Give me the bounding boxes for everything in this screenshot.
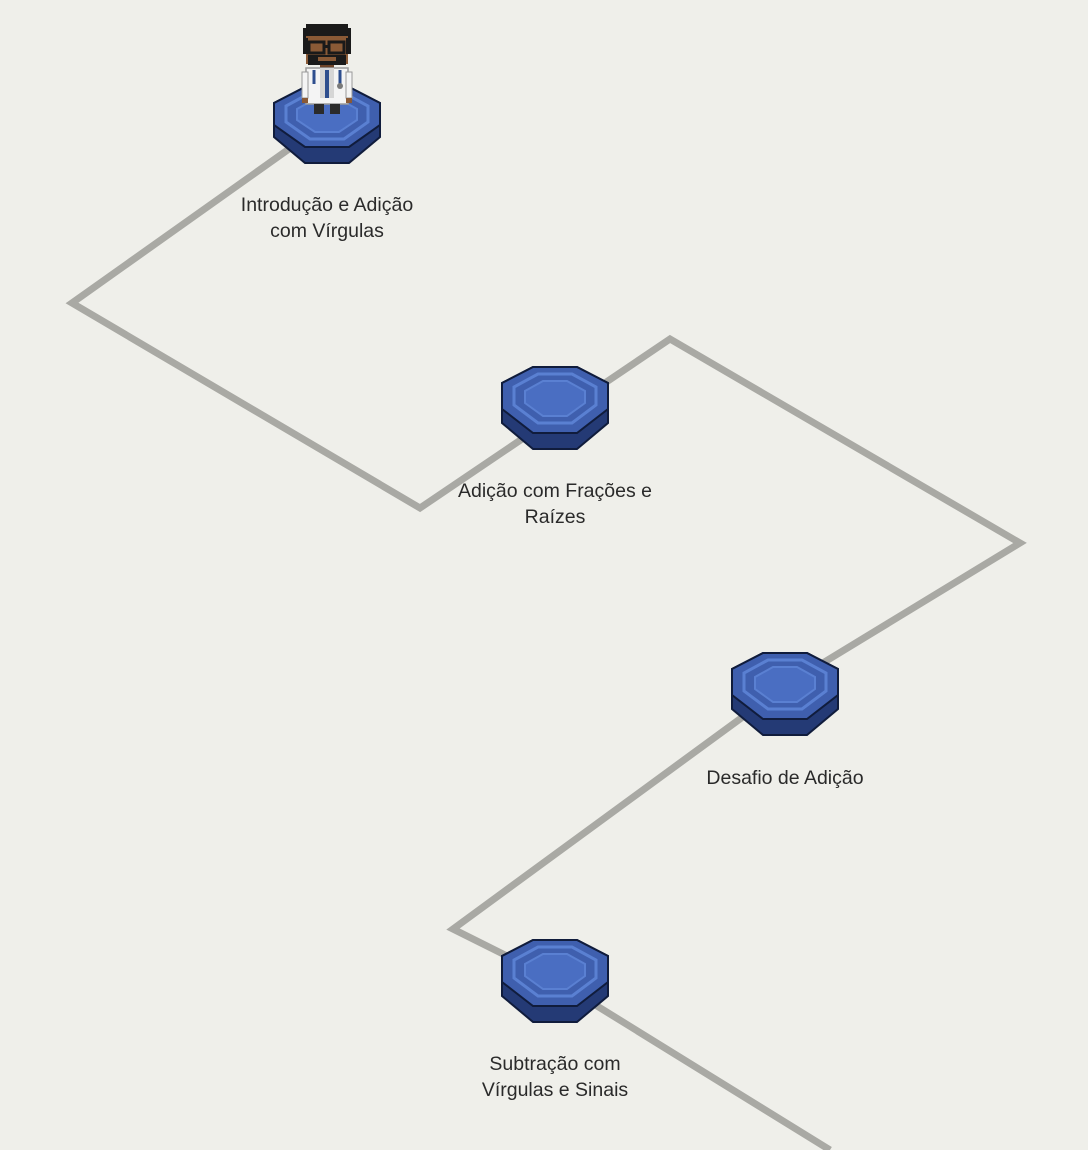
lesson-node-4[interactable]: [501, 939, 609, 1023]
lesson-platform-icon: [501, 366, 609, 450]
lesson-platform-icon: [731, 652, 839, 736]
lesson-node-2[interactable]: [501, 366, 609, 450]
lesson-platform-icon: [501, 939, 609, 1023]
lesson-platform-icon: [273, 86, 381, 164]
lesson-node-3[interactable]: [731, 652, 839, 736]
doctor-avatar-icon: [301, 24, 353, 114]
lesson-node-1[interactable]: [273, 24, 381, 164]
